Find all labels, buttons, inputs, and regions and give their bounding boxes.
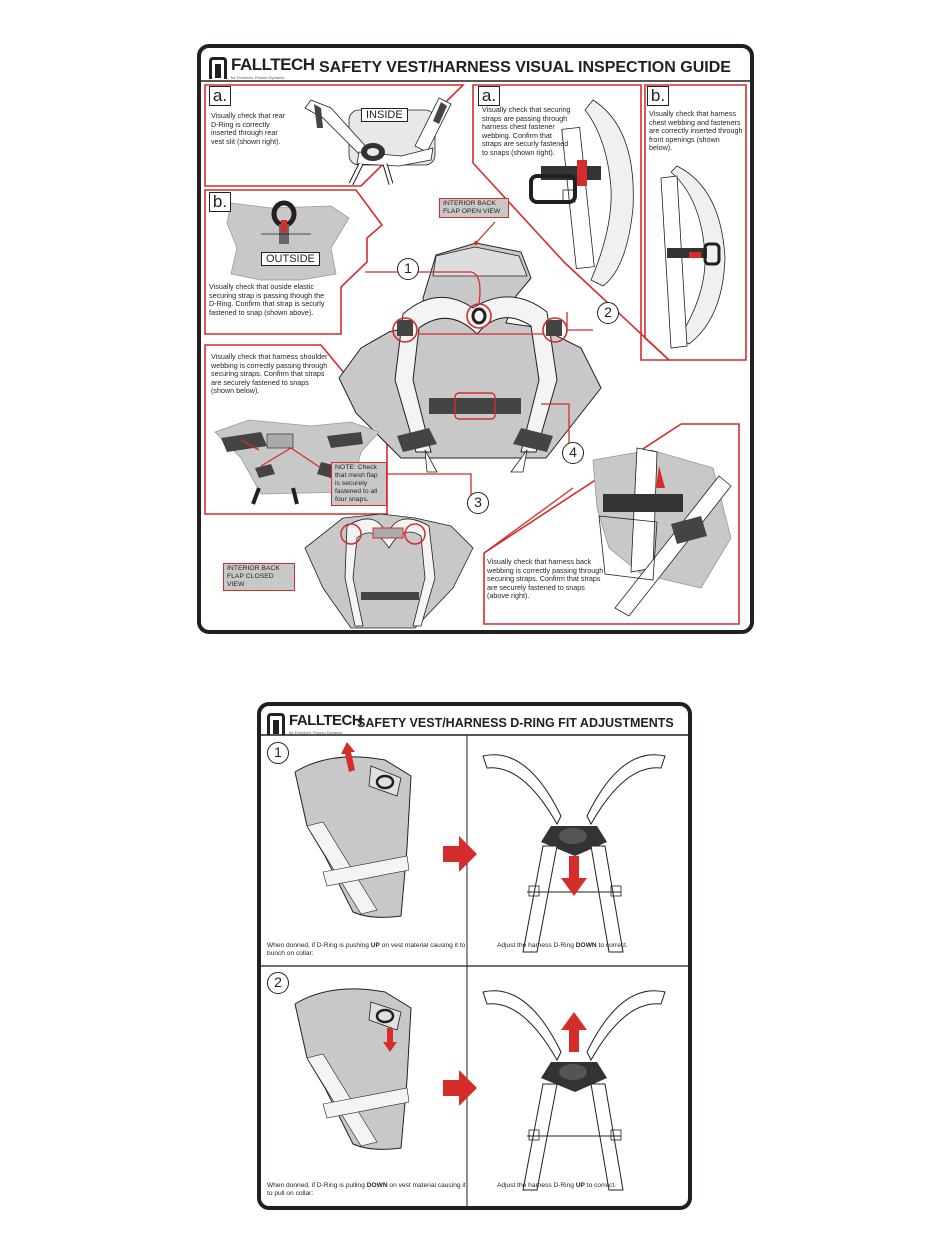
fit-title: SAFETY VEST/HARNESS D-RING FIT ADJUSTMEN… bbox=[357, 716, 674, 730]
cap2r-pre: Adjust the harness D-Ring bbox=[497, 1182, 576, 1189]
cap1-pre: When donned, if D-Ring is pushing bbox=[267, 942, 371, 949]
flag-open-view: INTERIOR BACK FLAP OPEN VIEW bbox=[439, 198, 509, 218]
falltech-logo-2: FALLTECH for Freedom. Proven Dynamic. bbox=[267, 712, 363, 735]
outside-strap-note: Visually check that ouside elastic secur… bbox=[209, 282, 325, 317]
callout-4: 4 bbox=[562, 442, 584, 464]
falltech-logo-mark-2 bbox=[267, 712, 285, 735]
shoulder-webbing-note: Visually check that harness shoulder web… bbox=[211, 352, 328, 395]
vest-step1-illustration bbox=[294, 742, 412, 918]
brand-name-2: FALLTECH bbox=[289, 712, 363, 729]
falltech-logo: FALLTECH for Freedom. Proven Dynamic. bbox=[209, 56, 315, 80]
guide-title: SAFETY VEST/HARNESS VISUAL INSPECTION GU… bbox=[319, 59, 731, 76]
cap1-post: on vest material causing it to bunch on … bbox=[267, 942, 466, 957]
harness-step1-illustration bbox=[482, 754, 666, 953]
cap2-pre: When donned, if D-Ring is pulling bbox=[267, 1182, 367, 1189]
step-2-marker: 2 bbox=[267, 972, 289, 994]
inspection-diagram bbox=[201, 80, 750, 629]
cap1r-pre: Adjust the harness D-Ring bbox=[497, 942, 576, 949]
brand-name: FALLTECH bbox=[231, 55, 315, 74]
vest-closed-illustration bbox=[304, 513, 474, 629]
back-webbing-note: Visually check that harness back webbing… bbox=[487, 557, 604, 600]
harness-step2-illustration bbox=[482, 990, 666, 1191]
chest-fastener-illustration bbox=[529, 99, 634, 287]
letter-b-left: b. bbox=[209, 192, 231, 212]
letter-a-left: a. bbox=[209, 86, 231, 106]
step-1-marker: 1 bbox=[267, 742, 289, 764]
step1-left-caption: When donned, if D-Ring is pushing UP on … bbox=[267, 942, 467, 958]
arrow-right-2 bbox=[443, 1070, 477, 1106]
letter-b-right: b. bbox=[647, 86, 669, 106]
callout-2: 2 bbox=[597, 302, 619, 324]
cap2r-post: to correct. bbox=[584, 1182, 617, 1189]
brand-tagline-2: for Freedom. Proven Dynamic. bbox=[289, 730, 344, 735]
front-opening-illustration bbox=[660, 165, 726, 349]
cap2r-bold: UP bbox=[575, 1182, 585, 1189]
back-webbing-illustration bbox=[592, 447, 732, 617]
cap1r-bold: DOWN bbox=[575, 942, 597, 949]
letter-a-right: a. bbox=[478, 86, 500, 106]
vest-back-illustration bbox=[338, 241, 602, 473]
step2-left-caption: When donned, if D-Ring is pulling DOWN o… bbox=[267, 1182, 467, 1198]
outside-dring-illustration bbox=[226, 200, 350, 281]
vest-step2-illustration bbox=[294, 988, 412, 1150]
fit-adjustments-card: FALLTECH for Freedom. Proven Dynamic. SA… bbox=[257, 702, 692, 1210]
callout-1: 1 bbox=[397, 258, 419, 280]
outside-label: OUTSIDE bbox=[261, 252, 320, 266]
arrow-right-1 bbox=[443, 836, 477, 872]
rear-dring-illustration bbox=[304, 97, 452, 186]
mesh-flap-note: NOTE: Check that mesh flap is securely f… bbox=[331, 462, 387, 506]
inside-label: INSIDE bbox=[361, 108, 408, 122]
brand-tagline: for Freedom. Proven Dynamic. bbox=[231, 75, 286, 80]
cap1-bold: UP bbox=[370, 942, 380, 949]
chest-webbing-note: Visually check that harness chest webbin… bbox=[649, 109, 743, 152]
inspection-guide-card: FALLTECH for Freedom. Proven Dynamic. SA… bbox=[197, 44, 754, 634]
rear-dring-note: Visually check that rear D-Ring is corre… bbox=[211, 111, 286, 146]
cap2-post: on vest material causing it to pull on c… bbox=[267, 1182, 466, 1197]
step1-right-caption: Adjust the harness D-Ring DOWN to correc… bbox=[497, 942, 677, 950]
falltech-logo-mark bbox=[209, 57, 227, 79]
cap1r-post: to correct. bbox=[596, 942, 628, 949]
callout-3: 3 bbox=[467, 492, 489, 514]
cap2-bold: DOWN bbox=[366, 1182, 388, 1189]
step2-right-caption: Adjust the harness D-Ring UP to correct. bbox=[497, 1182, 677, 1190]
flag-closed-view: INTERIOR BACK FLAP CLOSED VIEW bbox=[223, 563, 295, 591]
fit-diagram bbox=[261, 734, 688, 1206]
securing-strap-note: Visually check that securing straps are … bbox=[482, 105, 571, 157]
